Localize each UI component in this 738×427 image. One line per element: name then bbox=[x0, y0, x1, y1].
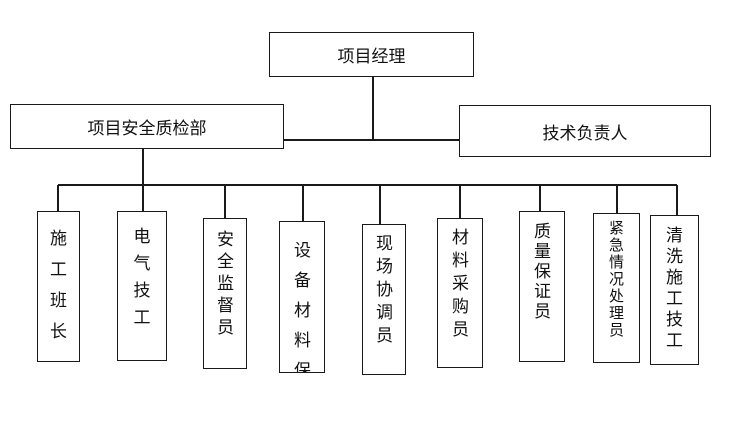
connector-role-5 bbox=[379, 185, 381, 225]
role-quality-assurance: 质量保证员 bbox=[519, 211, 565, 362]
role-construction-foreman-label: 施工班长 bbox=[50, 229, 67, 342]
role-emergency-handler-label: 紧急情况处理员 bbox=[609, 219, 625, 339]
connector-role-4 bbox=[302, 185, 304, 222]
project-manager-box: 项目经理 bbox=[269, 32, 474, 77]
role-materials-purchaser-label: 材料采购员 bbox=[452, 228, 469, 340]
technical-lead-label: 技术负责人 bbox=[542, 123, 628, 144]
connector-root-down bbox=[372, 76, 374, 141]
connector-role-3 bbox=[224, 185, 226, 219]
connector-role-7 bbox=[539, 185, 541, 212]
role-safety-supervisor: 安全监督员 bbox=[203, 218, 247, 369]
role-emergency-handler: 紧急情况处理员 bbox=[593, 213, 640, 363]
connector-role-1 bbox=[57, 185, 59, 212]
role-materials-purchaser: 材料采购员 bbox=[437, 218, 483, 368]
connector-role-9 bbox=[676, 185, 678, 216]
role-electrician-label: 电气技工 bbox=[133, 227, 151, 328]
role-quality-assurance-label: 质量保证员 bbox=[534, 222, 551, 322]
role-safety-supervisor-label: 安全监督员 bbox=[217, 230, 234, 338]
technical-lead-box: 技术负责人 bbox=[459, 105, 711, 157]
connector-branch-horizontal bbox=[283, 139, 461, 141]
role-cleaning-technician-label: 清洗施工技工 bbox=[666, 226, 683, 351]
connector-roles-bus bbox=[58, 184, 677, 186]
connector-role-2 bbox=[142, 185, 144, 212]
connector-left-branch-down bbox=[142, 148, 144, 186]
safety-quality-dept-label: 项目安全质检部 bbox=[87, 119, 207, 139]
connector-role-8 bbox=[616, 185, 618, 214]
role-equipment-materials-keeper-label: 设备材料保 bbox=[294, 241, 311, 373]
connector-role-6 bbox=[459, 185, 461, 219]
role-site-coordinator: 现场协调员 bbox=[362, 224, 406, 375]
safety-quality-dept-box: 项目安全质检部 bbox=[10, 104, 284, 149]
role-electrician: 电气技工 bbox=[117, 211, 167, 361]
project-manager-label: 项目经理 bbox=[337, 47, 406, 67]
role-construction-foreman: 施工班长 bbox=[37, 211, 80, 362]
role-site-coordinator-label: 现场协调员 bbox=[376, 234, 393, 346]
role-cleaning-technician: 清洗施工技工 bbox=[650, 215, 699, 365]
role-equipment-materials-keeper: 设备材料保 bbox=[279, 221, 325, 373]
